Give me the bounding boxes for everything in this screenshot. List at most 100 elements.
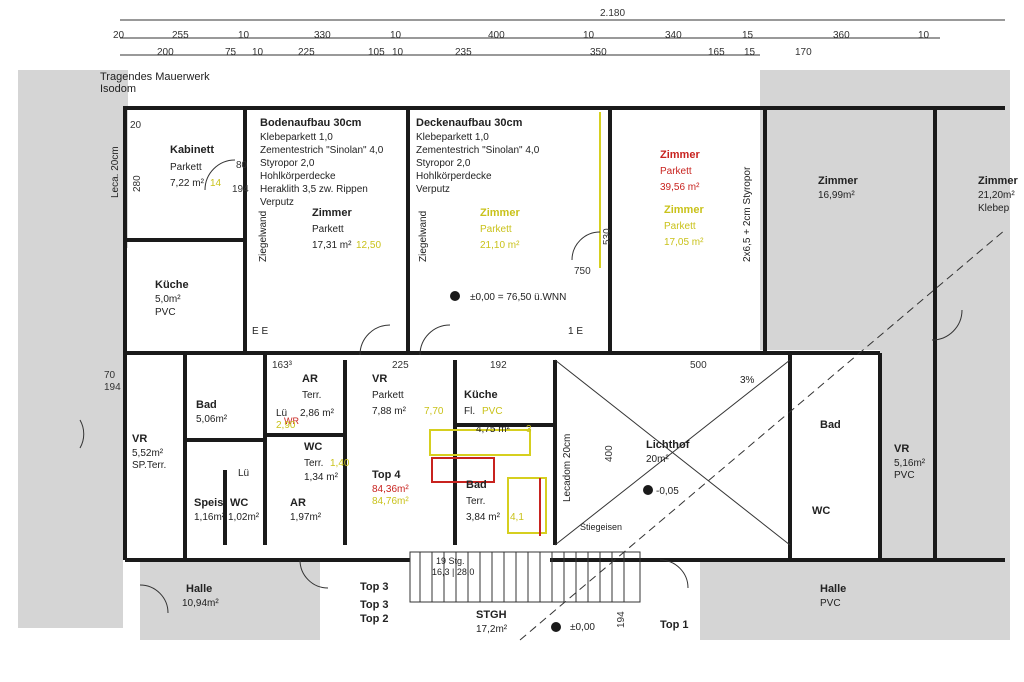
floor-buildup-l1: Zementestrich "Sinolan" 4,0 [260,145,384,156]
room-bad-l-name: Bad [196,399,217,411]
label-top2: Top 2 [360,613,389,625]
label-level: ±0,00 = 76,50 ü.WNN [470,292,567,303]
dim-total: 2.180 [600,8,626,19]
floor-buildup-l0: Klebeparkett 1,0 [260,132,333,143]
floor-buildup-title: Bodenaufbau 30cm [260,117,362,129]
kitchen-red [431,457,541,536]
room-kueche-name: Küche [464,389,498,401]
kitchen-fixtures [429,112,601,534]
room-vr-l-name: VR [132,433,148,445]
room-zimmer1-floor: Parkett [312,224,344,235]
room-zimmer1-area: 17,31 m² [312,240,352,251]
room-bad-alt: 4,1 [510,512,524,523]
room-bad-area: 3,84 m² [466,512,500,523]
room-halle-l-area: 10,94m² [182,598,219,609]
label-stiegeisen: Stiegeisen [580,522,623,532]
room-kabinett-name: Kabinett [170,144,214,156]
dim-r2-2: 10 [252,47,264,58]
room-top4-area: 84,36m² [372,484,409,495]
room-kueche-l-name: Küche [155,279,189,291]
dim-r1-7: 340 [665,30,682,41]
dim-r1-1: 255 [172,30,189,41]
room-zimmer-r1-name: Zimmer [818,175,858,187]
ceiling-buildup-l3: Hohlkörperdecke [416,171,492,182]
room-zimmer1-name: Zimmer [312,207,352,219]
sd-250: 194 [616,611,627,628]
room-kueche-floor: Fl. [464,406,476,417]
room-wc1-floor: Terr. [304,458,324,469]
room-zimmer2-name: Zimmer [480,207,520,219]
sd-163: 163³ [272,360,293,371]
label-steps-2: 16,3 | 28,0 [432,567,475,577]
room-zimmer2-floor: Parkett [480,224,512,235]
label-level-2: ±0,00 [570,622,595,633]
sd-750: 750 [574,266,591,277]
dim-r1-8: 15 [742,30,754,41]
floor-buildup-l4: Heraklith 3,5 zw. Rippen [260,184,368,195]
sd-530: 530 [602,228,613,245]
room-vr-alt: 7,70 [424,406,444,417]
label-ee: E E [252,326,269,337]
room-lichthof-area: 20m² [646,454,669,465]
sd-20: 20 [130,120,142,131]
dim-r2-4: 105 [368,47,385,58]
room-vr-r-name: VR [894,443,910,455]
room-kueche-floor2: PVC [482,406,503,417]
sd-200: 194 [104,382,121,393]
room-vr-name: VR [372,373,388,385]
label-styropor: 2x6,5 + 2cm Styropor [742,166,753,262]
dim-r1-6: 10 [583,30,595,41]
room-kabinett-area: 7,22 m² [170,178,204,189]
dim-r2-5: 10 [392,47,404,58]
room-bad-l-area: 5,06m² [196,414,228,425]
label-steps: 19 Stg. [436,556,465,566]
room-top4-alt: 84,76m² [372,496,409,507]
ceiling-buildup-l0: Klebeparkett 1,0 [416,132,489,143]
ceiling-buildup-l1: Zementestrich "Sinolan" 4,0 [416,145,540,156]
lichthof-lines [519,229,1006,641]
sd-192: 192 [490,360,507,371]
sd-80: 80 [236,160,248,171]
label-ziegelwand-1: Ziegelwand [258,210,269,262]
room-ar2-name: AR [290,497,306,509]
room-kabinett-alt: 14 [210,178,222,189]
room-stgh-name: STGH [476,609,507,621]
label-ziegelwand-2: Ziegelwand [418,210,429,262]
room-kueche-area: 4,75 m² [476,424,510,435]
dim-r2-6: 235 [455,47,472,58]
dim-r1-3: 330 [314,30,331,41]
dim-r1-0: 20 [113,30,125,41]
room-lue-area: 2,86 m² [300,408,334,419]
room-halle-r-floor: PVC [820,598,841,609]
room-kueche-l-floor: PVC [155,307,176,318]
sd-194: 194 [232,184,249,195]
room-wc1-area: 1,34 m² [304,472,338,483]
room-stgh-area: 17,2m² [476,624,508,635]
label-top1: Top 1 [660,619,689,631]
sd-400: 400 [604,445,615,462]
neighbor-areas [18,70,1010,640]
ceiling-buildup-l4: Verputz [416,184,450,195]
room-speis-area: 1,16m² [194,512,226,523]
room-vr-area: 7,88 m² [372,406,406,417]
room-kabinett-floor: Parkett [170,162,202,173]
dim-r2-8: 165 [708,47,725,58]
dim-r1-9: 360 [833,30,850,41]
wall-note-line1: Tragendes Mauerwerk [100,71,210,83]
dim-r1-2: 10 [238,30,250,41]
room-wc2-name: WC [230,497,249,509]
label-1e: 1 E [568,326,584,337]
room-zimmer2-area: 21,10 m² [480,240,520,251]
floor-buildup-l5: Verputz [260,197,294,208]
room-wc-r-name: WC [812,505,831,517]
label-top3b: Top 3 [360,599,389,611]
room-zimmer3-area: 39,56 m² [660,182,700,193]
dim-r2-9: 15 [744,47,756,58]
staircase [409,551,641,603]
room-bad-name: Bad [466,479,487,491]
walls [123,106,1005,562]
room-vr-floor: Parkett [372,390,404,401]
room-zimmer3-name: Zimmer [660,149,700,161]
floor-buildup-l2: Styropor 2,0 [260,158,315,169]
